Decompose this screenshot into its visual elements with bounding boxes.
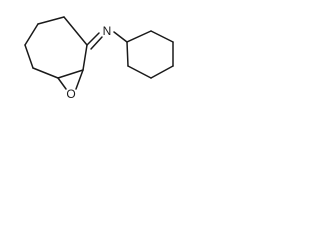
cyclohexane-bond-2	[150, 30, 174, 43]
imine-double-bond	[86, 32, 103, 50]
cyclohexane-bond-5	[127, 65, 152, 79]
cyclohexane-bond-4	[150, 65, 174, 79]
ring-bond-c5-c6	[57, 69, 84, 79]
ring-bond-c3-c4	[24, 44, 34, 69]
ring-bond-c7-c1	[63, 16, 88, 46]
structure-diagram: N O	[0, 0, 200, 103]
imine-bond-line-2	[90, 36, 103, 50]
cycloheptane-ring	[24, 16, 88, 79]
molecule-drawing: N O	[24, 16, 174, 101]
epoxide-ring	[57, 69, 84, 90]
imine-bond-line-1	[86, 32, 100, 46]
ring-bond-c4-c5	[32, 67, 59, 79]
cyclohexane-bond-6	[126, 41, 129, 67]
oxygen-label: O	[66, 87, 75, 101]
epoxide-bond-c6-o	[75, 69, 84, 90]
ring-bond-c2-c3	[24, 23, 39, 46]
epoxide-bond-c5-o	[57, 77, 67, 90]
nitrogen-label: N	[103, 24, 112, 38]
n-cyclohexyl-bond	[113, 31, 128, 43]
ring-bond-c6-c7	[82, 44, 88, 71]
cyclohexane-ring	[126, 30, 174, 79]
ring-bond-c1-c2	[37, 16, 65, 25]
cyclohexane-bond-1	[126, 30, 152, 43]
